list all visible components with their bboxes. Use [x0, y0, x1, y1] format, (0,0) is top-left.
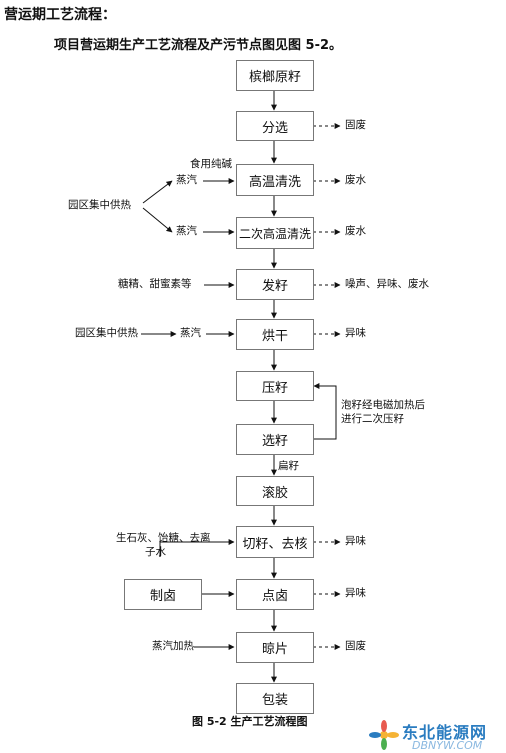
box-fenxuan: 分选 [236, 111, 314, 141]
box-yazi: 压籽 [236, 371, 314, 401]
label-shiyong-chunjian: 食用纯碱 [190, 158, 232, 170]
box-faziz: 发籽 [236, 269, 314, 300]
label-zhengqi-jiare: 蒸汽加热 [152, 640, 194, 652]
label-yiwei-1: 异味 [345, 327, 366, 339]
arrow-heat-down [142, 207, 173, 233]
label-shihui-1: 生石灰、饴糖、去离 [116, 532, 211, 544]
box-baozhuang: 包装 [236, 683, 314, 714]
box-zhilu: 制卤 [124, 579, 202, 610]
arrow-in-shihui [159, 539, 235, 557]
label-yuanqu-gongre-2: 园区集中供热 [75, 327, 138, 339]
label-tangjing: 糖精、甜蜜素等 [118, 278, 192, 290]
arrow-feedback-loop [313, 383, 337, 440]
label-yiwei-2: 异味 [345, 535, 366, 547]
label-feishui-2: 废水 [345, 225, 366, 237]
box-dianlu: 点卤 [236, 579, 314, 610]
label-paozi-1: 泡籽经电磁加热后 [341, 399, 425, 411]
label-shihui-2: 子水 [145, 546, 166, 558]
box-binglang: 槟榔原籽 [236, 60, 314, 91]
watermark-title: 东北能源网 [402, 723, 488, 742]
label-gufei-2: 固废 [345, 640, 366, 652]
label-yiwei-3: 异味 [345, 587, 366, 599]
label-zhengqi-1: 蒸汽 [176, 174, 197, 186]
box-gunjiao: 滚胶 [236, 476, 314, 506]
label-bianzi: 扁籽 [278, 460, 299, 472]
section-heading: 营运期工艺流程： [4, 7, 116, 23]
label-gufei-1: 固废 [345, 119, 366, 131]
watermark-logo-icon [369, 720, 399, 750]
box-gaowen: 高温清洗 [236, 164, 314, 196]
label-zaosheng: 噪声、异味、废水 [345, 278, 429, 290]
box-xuanzi: 选籽 [236, 424, 314, 455]
label-paozi-2: 进行二次压籽 [341, 413, 404, 425]
box-honggan: 烘干 [236, 319, 314, 350]
label-zhengqi-3: 蒸汽 [180, 327, 201, 339]
section-subheading: 项目营运期生产工艺流程及产污节点图见图 5-2。 [54, 38, 343, 53]
figure-caption: 图 5-2 生产工艺流程图 [192, 715, 308, 728]
label-zhengqi-2: 蒸汽 [176, 225, 197, 237]
box-erci: 二次高温清洗 [236, 217, 314, 249]
arrow-heat-up [142, 180, 173, 204]
label-yuanqu-gongre-1: 园区集中供热 [68, 199, 131, 211]
box-liangpian: 晾片 [236, 632, 314, 663]
box-qiezi: 切籽、去核 [236, 526, 314, 558]
watermark-url: DBNYW.COM [412, 739, 483, 752]
label-feishui-1: 废水 [345, 174, 366, 186]
